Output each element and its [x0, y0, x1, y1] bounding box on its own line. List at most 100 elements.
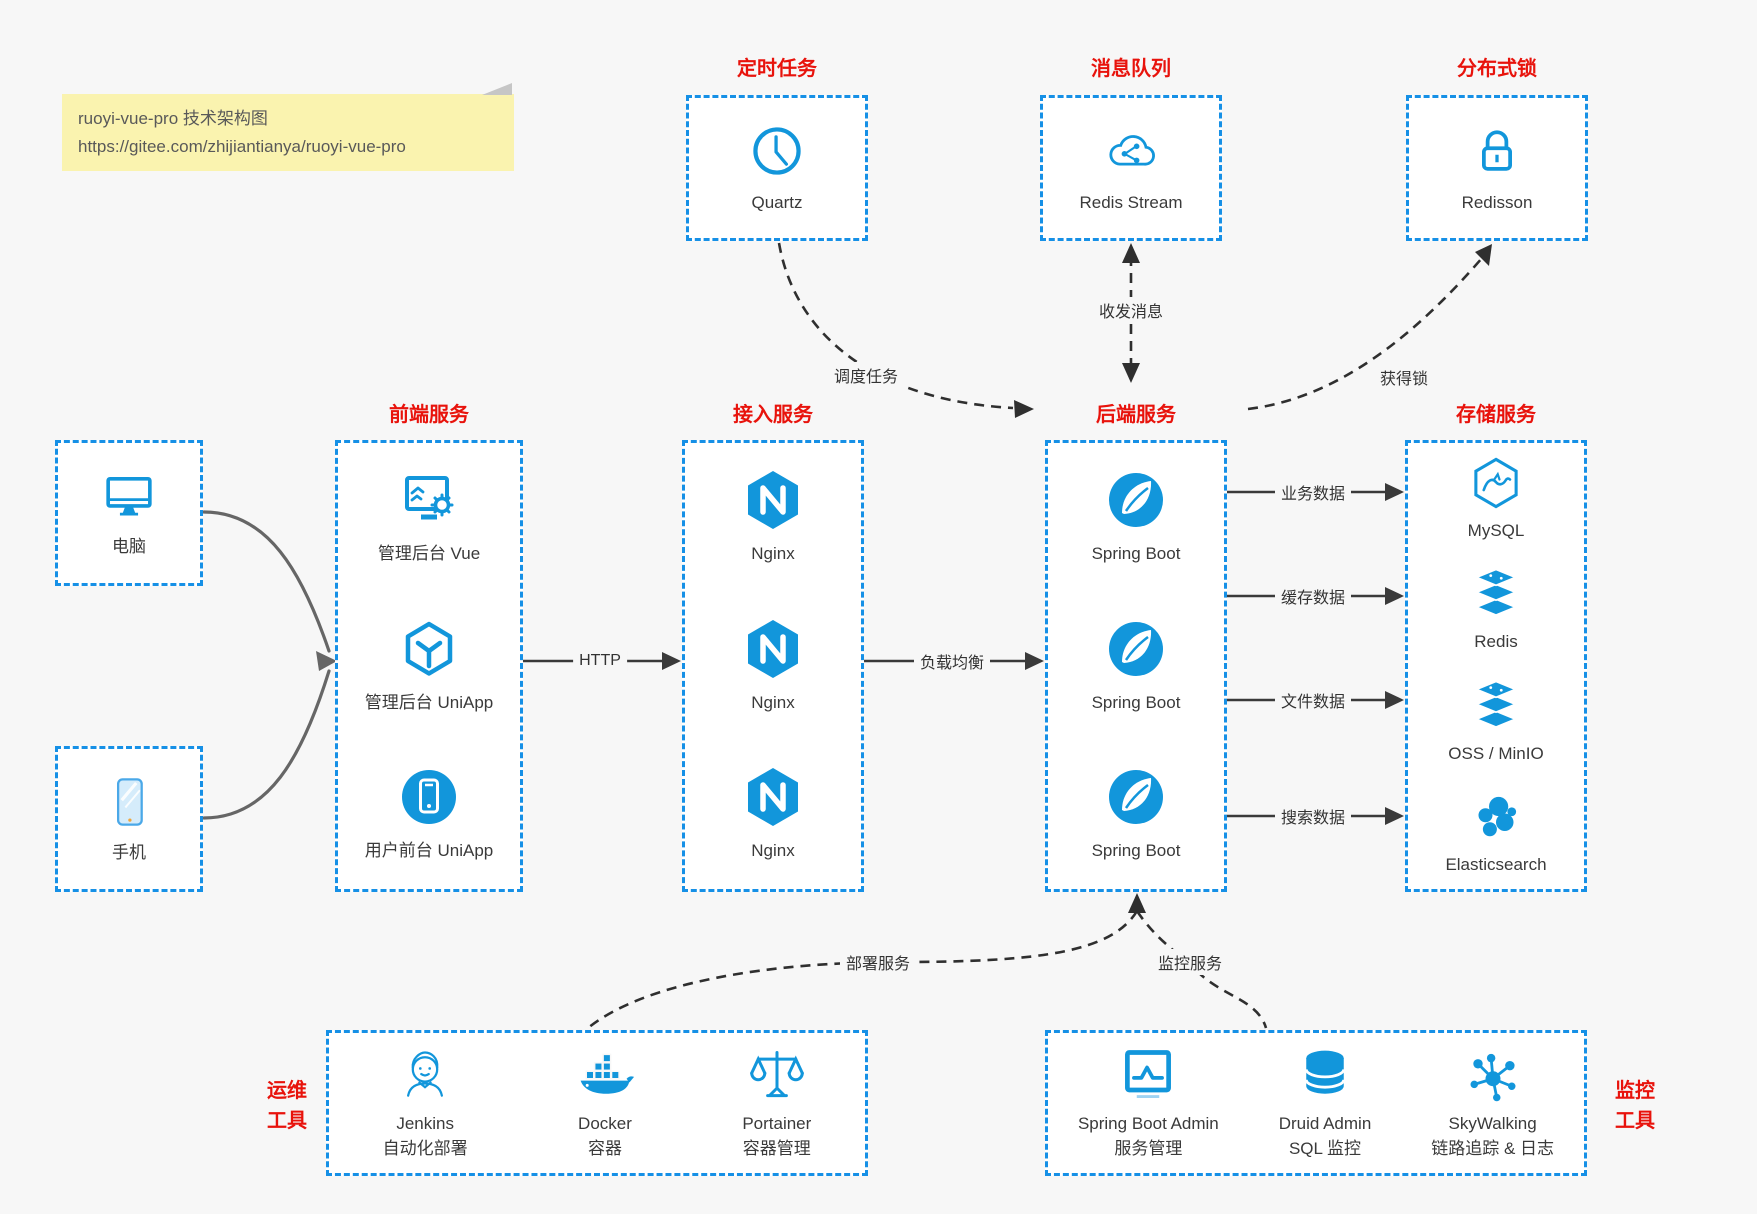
nginx-icon — [748, 619, 798, 678]
nginx-node-3: Nginx — [741, 765, 805, 864]
jenkins-node: Jenkins 自动化部署 — [383, 1045, 468, 1162]
elasticsearch-label: Elasticsearch — [1445, 855, 1547, 874]
title-message-queue: 消息队列 — [1091, 58, 1171, 80]
spring-boot-admin-icon — [1125, 1049, 1172, 1098]
mysql-node: MySQL — [1467, 455, 1525, 544]
docker-icon — [580, 1053, 635, 1094]
mysql-icon — [1474, 457, 1518, 508]
oss-minio-node: OSS / MinIO — [1448, 678, 1544, 767]
quartz-box: Quartz — [686, 95, 868, 241]
edge-label-file-data: 文件数据 — [1274, 687, 1352, 713]
lock-icon — [1482, 130, 1512, 171]
gateway-box: Nginx Nginx Nginx — [682, 440, 864, 892]
title-backend: 后端服务 — [1096, 404, 1176, 426]
nginx-node-1: Nginx — [741, 468, 805, 567]
admin-uniapp-label: 管理后台 UniApp — [364, 692, 494, 712]
oss-minio-label: OSS / MinIO — [1448, 743, 1544, 763]
redisson-node: Redisson — [1461, 121, 1533, 216]
docker-node: Docker 容器 — [575, 1045, 635, 1162]
spring-boot-icon — [1109, 473, 1163, 528]
quartz-label: Quartz — [751, 192, 803, 212]
elasticsearch-icon — [1478, 796, 1517, 837]
spring-boot-node-2: Spring Boot — [1091, 617, 1181, 716]
title-frontend: 前端服务 — [389, 404, 469, 426]
edge-label-acquire-lock: 获得锁 — [1373, 364, 1435, 390]
title-devops-tools: 运维 工具 — [267, 1080, 307, 1132]
jenkins-name: Jenkins — [396, 1113, 454, 1133]
elasticsearch-node: Elasticsearch — [1445, 789, 1547, 878]
admin-vue-node: 管理后台 Vue — [378, 468, 480, 567]
redis-stream-box: Redis Stream — [1040, 95, 1222, 241]
edge-label-monitor: 监控服务 — [1151, 949, 1229, 975]
dashboard-gear-icon — [405, 476, 454, 520]
mysql-label: MySQL — [1467, 520, 1525, 540]
spring-boot-node-1: Spring Boot — [1091, 468, 1181, 567]
phone-icon — [116, 777, 143, 826]
redis-stream-label: Redis Stream — [1079, 192, 1183, 212]
mobile-app-icon — [401, 770, 456, 825]
edge-label-http: HTTP — [573, 651, 627, 671]
cloud-share-icon — [1109, 134, 1155, 166]
edge-schedule — [777, 242, 1034, 418]
nginx-node-2: Nginx — [741, 617, 805, 716]
mobile-client-node: 手机 — [100, 773, 158, 866]
spring-boot-admin-desc: 服务管理 — [1114, 1139, 1183, 1158]
monitoring-box: Spring Boot Admin 服务管理 Druid Admin SQL 监… — [1045, 1030, 1587, 1176]
druid-node: Druid Admin SQL 监控 — [1278, 1045, 1372, 1162]
note-fold-corner — [482, 83, 512, 95]
portainer-desc: 容器管理 — [742, 1139, 811, 1158]
mobile-client-label: 手机 — [112, 842, 146, 862]
portainer-icon — [749, 1050, 804, 1097]
druid-database-icon — [1304, 1050, 1346, 1094]
spring-boot-admin-name: Spring Boot Admin — [1077, 1113, 1219, 1133]
docker-desc: 容器 — [587, 1139, 622, 1158]
oss-minio-icon — [1474, 680, 1518, 728]
edge-label-search-data: 搜索数据 — [1274, 803, 1352, 829]
note-url: https://gitee.com/zhijiantianya/ruoyi-vu… — [78, 136, 406, 156]
title-distributed-lock: 分布式锁 — [1457, 58, 1537, 80]
nginx-label: Nginx — [751, 692, 795, 712]
redisson-label: Redisson — [1461, 192, 1533, 212]
druid-desc: SQL 监控 — [1288, 1139, 1362, 1158]
edge-acquire-lock — [1247, 244, 1492, 411]
skywalking-desc: 链路追踪 & 日志 — [1431, 1139, 1555, 1158]
edge-label-send-receive: 收发消息 — [1092, 297, 1170, 323]
spring-boot-icon — [1109, 770, 1163, 825]
redisson-box: Redisson — [1406, 95, 1588, 241]
note-title: ruoyi-vue-pro 技术架构图 — [78, 109, 268, 128]
nginx-label: Nginx — [751, 544, 795, 564]
portainer-node: Portainer 容器管理 — [742, 1045, 811, 1162]
desktop-icon — [106, 476, 152, 516]
pc-client-node: 电脑 — [100, 467, 158, 560]
edge-label-schedule: 调度任务 — [827, 362, 905, 388]
spring-boot-label: Spring Boot — [1091, 544, 1181, 564]
redis-node: Redis — [1468, 566, 1524, 655]
spring-boot-admin-node: Spring Boot Admin 服务管理 — [1078, 1045, 1219, 1162]
admin-vue-label: 管理后台 Vue — [377, 544, 481, 564]
user-uniapp-label: 用户前台 UniApp — [364, 841, 494, 861]
spring-boot-icon — [1109, 621, 1163, 676]
title-gateway: 接入服务 — [733, 404, 813, 426]
skywalking-name: SkyWalking — [1448, 1113, 1537, 1133]
nginx-icon — [748, 768, 798, 827]
edge-label-cache-data: 缓存数据 — [1274, 583, 1352, 609]
jenkins-icon — [407, 1050, 444, 1097]
spring-boot-label: Spring Boot — [1091, 841, 1181, 861]
nginx-icon — [748, 471, 798, 530]
title-monitoring-tools: 监控 工具 — [1615, 1080, 1655, 1132]
redis-icon — [1474, 568, 1518, 616]
storage-box: MySQL Redis OSS / Mi — [1405, 440, 1587, 892]
pc-client-label: 电脑 — [112, 536, 146, 556]
title-scheduled-job: 定时任务 — [737, 58, 817, 80]
edge-clients-to-frontend — [202, 510, 337, 820]
backend-box: Spring Boot Spring Boot Spring Boot — [1045, 440, 1227, 892]
spring-boot-label: Spring Boot — [1091, 692, 1181, 712]
druid-name: Druid Admin — [1278, 1113, 1372, 1133]
edge-label-business-data: 业务数据 — [1274, 479, 1352, 505]
jenkins-desc: 自动化部署 — [382, 1139, 468, 1158]
docker-name: Docker — [578, 1113, 632, 1133]
redis-stream-node: Redis Stream — [1079, 121, 1183, 216]
portainer-name: Portainer — [742, 1113, 812, 1133]
frontend-box: 管理后台 Vue 管理后台 UniApp 用户前台 UniApp — [335, 440, 523, 892]
